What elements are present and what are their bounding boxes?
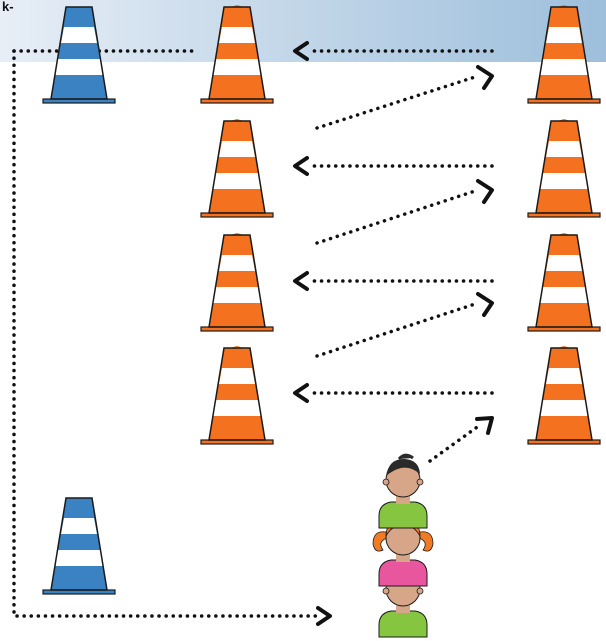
- orange-cone-icon: [528, 233, 600, 331]
- perimeter-line: [14, 51, 318, 616]
- perimeter-arrow-icon: [318, 608, 330, 624]
- orange-cone-icon: [528, 346, 600, 444]
- orange-cone-icon: [528, 5, 600, 103]
- orange-cone-icon: [201, 5, 273, 103]
- blue-cone-icon: [43, 498, 115, 594]
- orange-cone-icon: [528, 119, 600, 217]
- perimeter-path: [14, 51, 318, 616]
- orange-cone-icon: [201, 233, 273, 331]
- return-arrow-icon: [295, 273, 307, 289]
- orange-cone-icon: [201, 119, 273, 217]
- return-arrow-icon: [295, 43, 307, 59]
- return-arrow-icon: [295, 158, 307, 174]
- diagonal-line-2: [317, 190, 478, 243]
- diagonal-paths: [317, 76, 480, 461]
- diagonal-line-4: [430, 425, 480, 461]
- return-arrow-icon: [295, 385, 307, 401]
- diagonal-line-1: [317, 76, 478, 128]
- return-paths: [308, 51, 492, 393]
- child-boy-icon: [379, 455, 427, 528]
- blue-cone-icon: [43, 7, 115, 103]
- diagonal-line-3: [317, 303, 478, 356]
- orange-cone-icon: [201, 346, 273, 444]
- diagonal-arrow-icon: [477, 67, 492, 433]
